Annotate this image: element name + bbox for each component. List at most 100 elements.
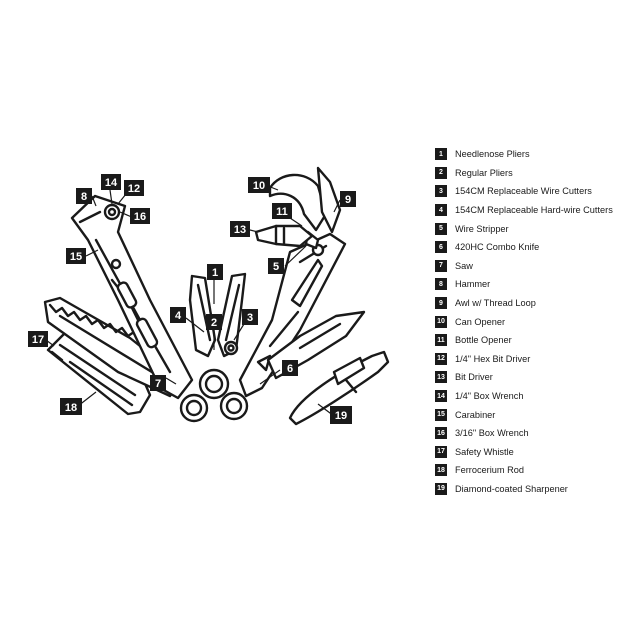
callout-14: 14 <box>101 174 121 190</box>
callout-3: 3 <box>242 309 258 325</box>
legend-label: Awl w/ Thread Loop <box>455 298 536 309</box>
callout-19: 19 <box>330 406 352 424</box>
callout-18: 18 <box>60 398 82 415</box>
legend-number-badge: 9 <box>435 297 447 310</box>
legend-label: Can Opener <box>455 316 506 327</box>
svg-text:5: 5 <box>273 261 279 273</box>
legend-item: 9 Awl w/ Thread Loop <box>435 294 635 313</box>
svg-text:16: 16 <box>134 211 146 223</box>
legend-number-badge: 11 <box>435 334 447 347</box>
legend-label: Bottle Opener <box>455 335 512 346</box>
svg-text:8: 8 <box>81 191 87 203</box>
svg-text:10: 10 <box>253 180 265 192</box>
legend-number-badge: 6 <box>435 241 447 254</box>
callout-17: 17 <box>28 331 48 347</box>
legend-number-badge: 14 <box>435 390 447 403</box>
callout-5: 5 <box>268 258 284 274</box>
svg-text:2: 2 <box>211 317 217 329</box>
legend-item: 1 Needlenose Pliers <box>435 145 635 164</box>
legend-label: 154CM Replaceable Wire Cutters <box>455 186 592 197</box>
leader-line-11 <box>289 217 303 227</box>
leader-line-5 <box>284 245 307 267</box>
svg-text:13: 13 <box>234 224 246 236</box>
legend-item: 6 420HC Combo Knife <box>435 238 635 257</box>
legend-number-badge: 4 <box>435 204 447 217</box>
svg-text:1: 1 <box>212 267 218 279</box>
legend-number-badge: 15 <box>435 408 447 421</box>
svg-text:3: 3 <box>247 312 253 324</box>
legend-item: 11 Bottle Opener <box>435 331 635 350</box>
callout-11: 11 <box>272 203 292 219</box>
legend-label: 154CM Replaceable Hard-wire Cutters <box>455 205 613 216</box>
legend-item: 4 154CM Replaceable Hard-wire Cutters <box>435 201 635 220</box>
leader-line-14 <box>109 189 113 205</box>
svg-text:17: 17 <box>32 334 44 346</box>
leader-line-8 <box>91 195 97 207</box>
svg-text:7: 7 <box>155 378 161 390</box>
callout-10: 10 <box>248 177 270 193</box>
legend-number-badge: 16 <box>435 427 447 440</box>
sharpener-part <box>288 350 390 426</box>
legend-item: 12 1/4" Hex Bit Driver <box>435 350 635 369</box>
legend-label: Safety Whistle <box>455 446 514 457</box>
svg-text:18: 18 <box>65 402 77 414</box>
callout-6: 6 <box>282 360 298 376</box>
left-handle-part <box>70 194 194 400</box>
legend-label: Wire Stripper <box>455 223 509 234</box>
legend-label: Regular Pliers <box>455 167 513 178</box>
callout-13: 13 <box>230 221 250 237</box>
legend-number-badge: 10 <box>435 315 447 328</box>
legend-item: 8 Hammer <box>435 275 635 294</box>
callout-8: 8 <box>76 188 92 204</box>
callout-16: 16 <box>130 208 150 224</box>
can-opener-awl-part <box>268 166 342 250</box>
callout-4: 4 <box>170 307 186 323</box>
legend-label: 420HC Combo Knife <box>455 242 540 253</box>
legend-number-badge: 8 <box>435 278 447 291</box>
callout-1: 1 <box>207 264 223 280</box>
legend-number-badge: 2 <box>435 166 447 179</box>
legend-label: 1/4" Box Wrench <box>455 391 524 402</box>
legend-label: Hammer <box>455 279 491 290</box>
legend-number-badge: 7 <box>435 259 447 272</box>
leader-line-15 <box>85 249 99 257</box>
legend-number-badge: 3 <box>435 185 447 198</box>
legend-item: 15 Carabiner <box>435 405 635 424</box>
callout-15: 15 <box>66 248 86 264</box>
legend-label: Diamond-coated Sharpener <box>455 483 568 494</box>
legend-label: Carabiner <box>455 409 496 420</box>
legend-item: 10 Can Opener <box>435 312 635 331</box>
legend-label: 1/4" Hex Bit Driver <box>455 353 531 364</box>
svg-text:12: 12 <box>128 183 140 195</box>
legend-label: Saw <box>455 260 473 271</box>
legend-number-badge: 18 <box>435 464 447 477</box>
legend-number-badge: 12 <box>435 352 447 365</box>
legend-number-badge: 13 <box>435 371 447 384</box>
bit-driver-part <box>254 224 314 248</box>
svg-text:9: 9 <box>345 194 351 206</box>
callout-9: 9 <box>340 191 356 207</box>
leader-line-9 <box>333 199 341 213</box>
callout-7: 7 <box>150 375 166 391</box>
legend-label: 3/16" Box Wrench <box>455 428 529 439</box>
callout-2: 2 <box>206 314 222 330</box>
svg-text:14: 14 <box>105 177 118 189</box>
legend-item: 3 154CM Replaceable Wire Cutters <box>435 182 635 201</box>
right-handle-part <box>238 232 347 398</box>
svg-text:6: 6 <box>287 363 293 375</box>
svg-text:4: 4 <box>175 310 182 322</box>
callout-12: 12 <box>124 180 144 196</box>
legend-number-badge: 1 <box>435 148 447 161</box>
svg-text:15: 15 <box>70 251 82 263</box>
legend-item: 14 1/4" Box Wrench <box>435 387 635 406</box>
legend-label: Needlenose Pliers <box>455 149 530 160</box>
leader-line-4 <box>185 317 205 333</box>
pivot-part <box>179 391 249 423</box>
